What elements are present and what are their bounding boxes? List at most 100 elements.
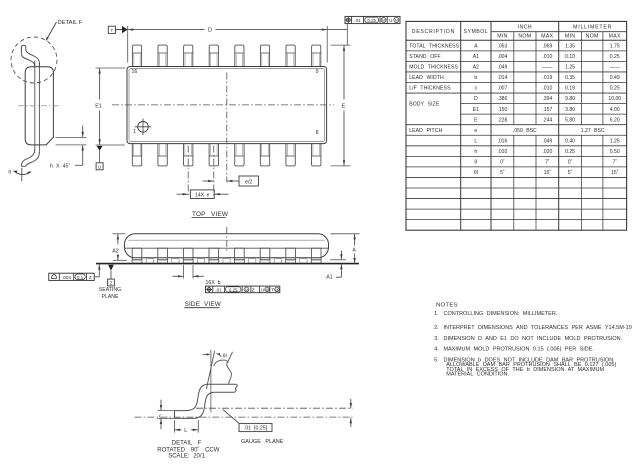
svg-text:INCH: INCH [518, 25, 533, 31]
svg-text:E: E [474, 117, 478, 123]
svg-text:9: 9 [316, 69, 319, 75]
svg-text:L: L [184, 428, 187, 434]
svg-text:Z: Z [110, 281, 113, 286]
svg-text:0.25: 0.25 [229, 287, 238, 292]
svg-text:0.19: 0.19 [565, 86, 575, 92]
svg-text:A: A [474, 43, 478, 49]
svg-text:A2: A2 [112, 249, 118, 255]
svg-text:.386: .386 [497, 96, 507, 102]
svg-text:MILLIMETER: MILLIMETER [573, 25, 612, 31]
svg-text:0˚: 0˚ [500, 159, 505, 166]
svg-text:16X b: 16X b [206, 280, 221, 286]
svg-text:15˚: 15˚ [611, 169, 619, 176]
svg-text:0.35: 0.35 [565, 75, 575, 81]
svg-text:SEATING: SEATING [99, 287, 121, 293]
svg-text:7˚: 7˚ [612, 159, 617, 166]
svg-text:DIMENSION D AND E1 DO NOT INCL: DIMENSION D AND E1 DO NOT INCLUDE MOLD P… [444, 336, 623, 342]
svg-text:T: T [271, 288, 274, 293]
svg-text:.228: .228 [497, 117, 507, 123]
svg-text:.049: .049 [497, 65, 507, 71]
svg-text:——: —— [610, 65, 621, 71]
svg-text:1.25: 1.25 [610, 138, 620, 144]
svg-text:5˚: 5˚ [568, 169, 573, 176]
svg-text:0.25: 0.25 [610, 54, 620, 60]
svg-text:.157: .157 [542, 107, 552, 113]
svg-text:1.25: 1.25 [565, 65, 575, 71]
svg-text:DIMENSION b DOES NOT INCLUDE D: DIMENSION b DOES NOT INCLUDE DAM BAR PRO… [444, 357, 616, 363]
svg-text:6.20: 6.20 [610, 117, 620, 123]
svg-text:MIN: MIN [497, 34, 507, 40]
svg-text:14X e: 14X e [195, 192, 209, 198]
svg-text:c: c [475, 86, 478, 92]
svg-text:DETAIL F: DETAIL F [58, 20, 83, 26]
svg-text:PLANE: PLANE [101, 294, 119, 300]
svg-text:.014: .014 [497, 75, 507, 81]
svg-text:c: c [159, 413, 162, 419]
svg-text:U: U [98, 165, 101, 170]
svg-text:1.75: 1.75 [610, 43, 620, 49]
svg-text:1.: 1. [434, 311, 439, 317]
svg-text:U: U [389, 18, 392, 23]
svg-text:.020: .020 [542, 149, 552, 155]
svg-text:θl: θl [223, 353, 227, 359]
svg-text:D: D [208, 28, 212, 34]
svg-text:NOM: NOM [586, 34, 599, 40]
svg-text:.019: .019 [542, 75, 552, 81]
svg-text:2.: 2. [434, 325, 439, 331]
svg-text:.01 [0.25]: .01 [0.25] [244, 426, 268, 432]
svg-text:T: T [110, 28, 113, 33]
svg-text:GAUGE PLANE: GAUGE PLANE [241, 439, 284, 445]
svg-text:.049: .049 [542, 138, 552, 144]
svg-text:15˚: 15˚ [544, 169, 552, 176]
svg-text:.01: .01 [215, 288, 222, 293]
svg-text:3.: 3. [434, 336, 439, 342]
svg-text:1.27 BSC: 1.27 BSC [581, 128, 605, 134]
svg-text:16: 16 [132, 69, 138, 75]
svg-text:MAXIMUM MOLD PROTRUSION 0.15 (: MAXIMUM MOLD PROTRUSION 0.15 (.006) PER … [444, 347, 595, 353]
svg-text:SCALE: 20/1: SCALE: 20/1 [168, 454, 205, 460]
svg-text:.010: .010 [542, 86, 552, 92]
svg-text:LEAD PITCH: LEAD PITCH [409, 128, 442, 134]
svg-text:L/F THICKNESS: L/F THICKNESS [409, 86, 451, 92]
svg-text:E1: E1 [473, 107, 479, 113]
svg-text:D: D [474, 96, 478, 102]
svg-text:M: M [266, 288, 269, 292]
svg-text:5˚: 5˚ [500, 169, 505, 176]
svg-text:.010: .010 [542, 54, 552, 60]
svg-text:M: M [275, 288, 278, 292]
svg-text:MAX: MAX [541, 34, 553, 40]
svg-text:0˚: 0˚ [568, 159, 573, 166]
svg-text:MAX: MAX [609, 34, 621, 40]
svg-text:0.50: 0.50 [610, 149, 620, 155]
svg-text:.004: .004 [497, 54, 507, 60]
svg-text:L: L [474, 138, 477, 144]
svg-text:TOTAL THICKNESS: TOTAL THICKNESS [409, 43, 460, 49]
svg-text:.01: .01 [354, 18, 361, 23]
svg-text:.150: .150 [497, 107, 507, 113]
svg-text:DETAIL F: DETAIL F [172, 441, 202, 447]
svg-text:TOTAL IN EXCESS OF THE b DIMEN: TOTAL IN EXCESS OF THE b DIMENSION AT MA… [446, 367, 604, 373]
svg-text:——: —— [542, 65, 553, 71]
svg-text:MIN: MIN [565, 34, 575, 40]
svg-text:SYMBOL: SYMBOL [464, 29, 489, 35]
svg-text:0.25: 0.25 [367, 18, 376, 23]
svg-text:NOM: NOM [518, 34, 531, 40]
svg-text:0.40: 0.40 [565, 138, 575, 144]
svg-text:E: E [342, 104, 346, 110]
svg-text:STAND OFF: STAND OFF [409, 54, 441, 60]
svg-text:DESCRIPTION: DESCRIPTION [412, 29, 455, 35]
svg-text:.007: .007 [497, 86, 507, 92]
svg-text:.010: .010 [497, 149, 507, 155]
svg-text:A2: A2 [473, 65, 479, 71]
svg-text:A1: A1 [326, 275, 332, 281]
svg-text:0.10: 0.10 [565, 54, 575, 60]
svg-text:3.80: 3.80 [565, 107, 575, 113]
svg-text:E1: E1 [95, 104, 102, 110]
svg-text:LEAD WIDTH: LEAD WIDTH [409, 75, 444, 81]
svg-text:.016: .016 [497, 138, 507, 144]
svg-text:1.35: 1.35 [565, 43, 575, 49]
svg-text:.053: .053 [497, 43, 507, 49]
svg-text:e: e [474, 128, 477, 134]
svg-text:4.00: 4.00 [610, 107, 620, 113]
svg-text:0.25: 0.25 [610, 86, 620, 92]
